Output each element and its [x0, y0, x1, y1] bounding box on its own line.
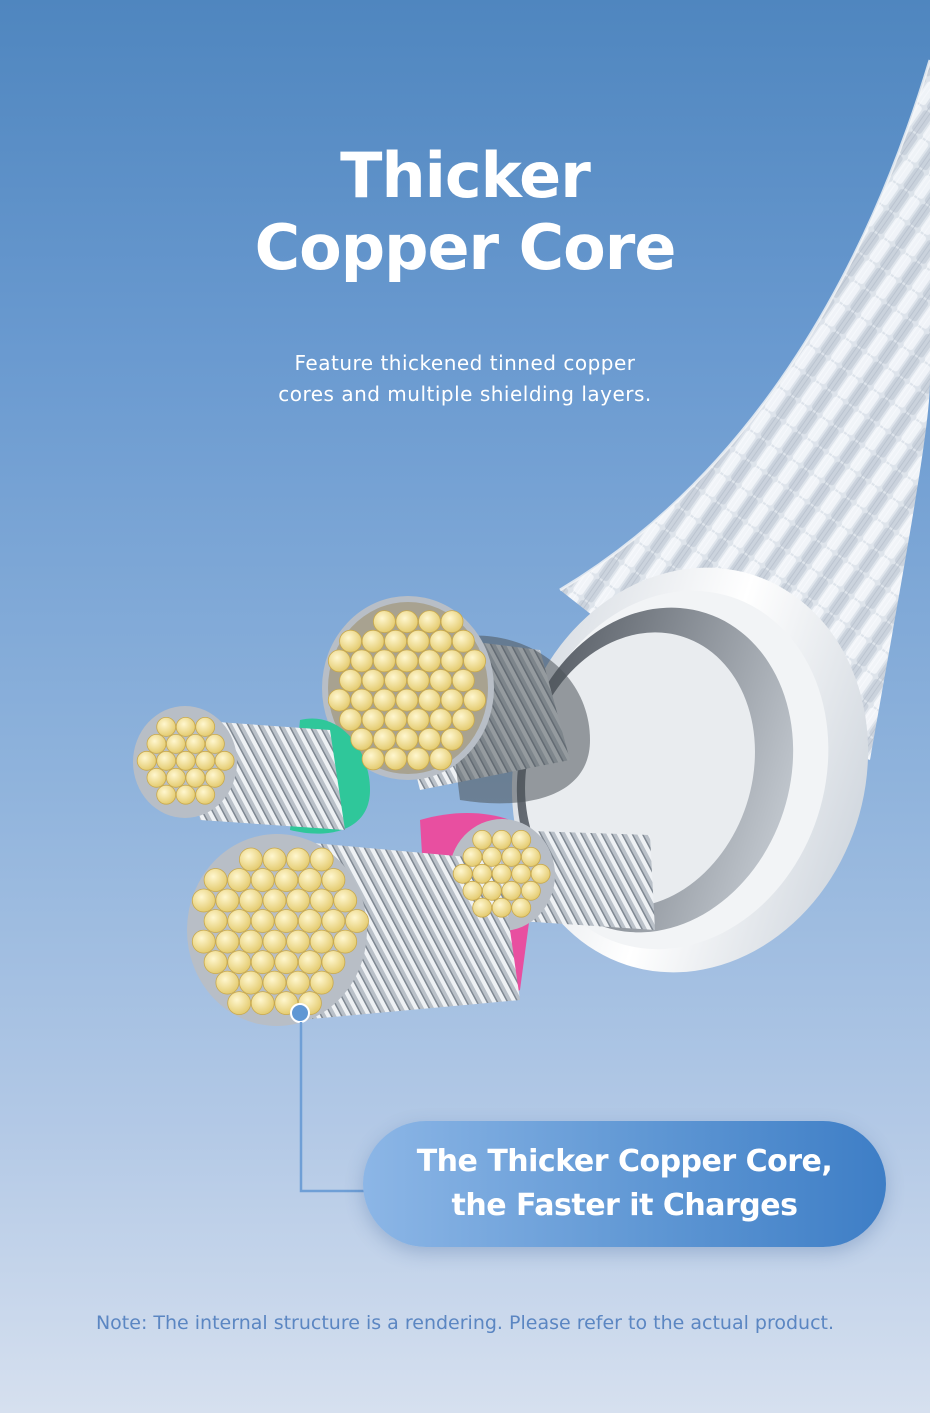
page-title: Thicker Copper Core — [0, 140, 930, 284]
subtitle-line-1: Feature thickened tinned copper — [294, 351, 636, 375]
disclaimer-note: Note: The internal structure is a render… — [95, 1312, 835, 1334]
callout-connector — [299, 1022, 370, 1193]
title-line-2: Copper Core — [254, 211, 677, 284]
subtitle: Feature thickened tinned copper cores an… — [0, 348, 930, 410]
callout-line-2: the Faster it Charges — [451, 1188, 798, 1223]
subtitle-line-2: cores and multiple shielding layers. — [278, 382, 652, 406]
callout-line-1: The Thicker Copper Core, — [416, 1144, 833, 1179]
title-line-1: Thicker — [340, 139, 591, 212]
callout-dot-icon — [290, 1003, 310, 1023]
callout-badge: The Thicker Copper Core, the Faster it C… — [363, 1121, 886, 1247]
